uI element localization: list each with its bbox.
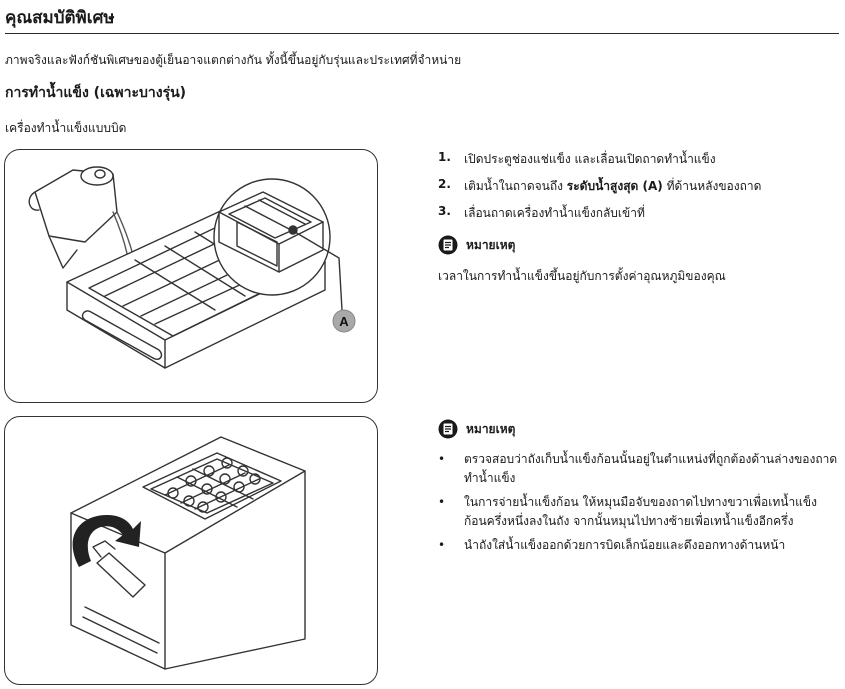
ice-maker-twist-illustration <box>4 416 378 685</box>
step-text: เติมน้ำในถาดจนถึง ระดับน้ำสูงสุด (A) ที่… <box>464 177 761 196</box>
note-heading: หมายเหตุ <box>438 235 515 255</box>
note-text: เวลาในการทำน้ำแข็งขึ้นอยู่กับการตั้งค่าอ… <box>438 269 726 283</box>
note-bullet-list: • ตรวจสอบว่าถังเก็บน้ำแข็งก้อนนั้นอยู่ใน… <box>438 450 838 560</box>
subsection-title: เครื่องทำน้ำแข็งแบบบิด <box>5 121 127 135</box>
bullet-text: ตรวจสอบว่าถังเก็บน้ำแข็งก้อนนั้นอยู่ในตำ… <box>464 452 838 485</box>
intro-text: ภาพจริงและฟังก์ชันพิเศษของตู้เย็นอาจแตกต… <box>5 53 462 67</box>
water-pitcher-icon <box>28 166 118 269</box>
step-item: 2. เติมน้ำในถาดจนถึง ระดับน้ำสูงสุด (A) … <box>438 177 838 204</box>
ice-tray-fill-illustration: A <box>4 149 378 403</box>
bullet-dot: • <box>438 538 446 552</box>
bullet-item: • ตรวจสอบว่าถังเก็บน้ำแข็งก้อนนั้นอยู่ใน… <box>438 450 838 488</box>
note-heading: หมายเหตุ <box>438 419 515 439</box>
step-number: 1. <box>438 150 451 164</box>
step-item: 3. เลื่อนถาดเครื่องทำน้ำแข็งกลับเข้าที่ <box>438 204 838 231</box>
section-title: การทำน้ำแข็ง (เฉพาะบางรุ่น) <box>5 85 187 101</box>
bullet-text: ในการจ่ายน้ำแข็งก้อน ให้หมุนมือจับของถาด… <box>464 495 817 528</box>
step-number: 2. <box>438 177 451 191</box>
ice-tray-fill-drawing: A <box>28 166 356 369</box>
ice-maker-twist-drawing <box>70 436 306 670</box>
step-text: เปิดประตูช่องแช่แข็ง และเลื่อนเปิดถาดทำน… <box>464 152 716 166</box>
step-item: 1. เปิดประตูช่องแช่แข็ง และเลื่อนเปิดถาด… <box>438 150 838 177</box>
title-divider <box>5 33 839 34</box>
note-icon <box>438 235 458 255</box>
callout-a-circle <box>332 309 356 333</box>
step-text-bold: ระดับน้ำสูงสุด (A) <box>566 179 663 193</box>
note-heading-label: หมายเหตุ <box>466 421 516 436</box>
step-text-pre: เติมน้ำในถาดจนถึง <box>464 179 567 193</box>
bullet-item: • นำถังใส่น้ำแข็งออกด้วยการบิดเล็กน้อยแล… <box>438 536 838 555</box>
bullet-item: • ในการจ่ายน้ำแข็งก้อน ให้หมุนมือจับของถ… <box>438 493 838 531</box>
bullet-dot: • <box>438 495 446 509</box>
step-number: 3. <box>438 204 451 218</box>
bullet-text: นำถังใส่น้ำแข็งออกด้วยการบิดเล็กน้อยและด… <box>464 538 786 552</box>
note-icon <box>438 419 458 439</box>
step-text-post: ที่ด้านหลังของถาด <box>662 179 762 193</box>
note-heading-label: หมายเหตุ <box>466 237 516 252</box>
fill-steps-list: 1. เปิดประตูช่องแช่แข็ง และเลื่อนเปิดถาด… <box>438 150 838 231</box>
rotation-arrow-icon <box>72 515 141 567</box>
callout-a-label: A <box>339 314 349 329</box>
bullet-dot: • <box>438 452 446 466</box>
step-text: เลื่อนถาดเครื่องทำน้ำแข็งกลับเข้าที่ <box>464 206 645 220</box>
page-title: คุณสมบัติพิเศษ <box>5 8 115 28</box>
